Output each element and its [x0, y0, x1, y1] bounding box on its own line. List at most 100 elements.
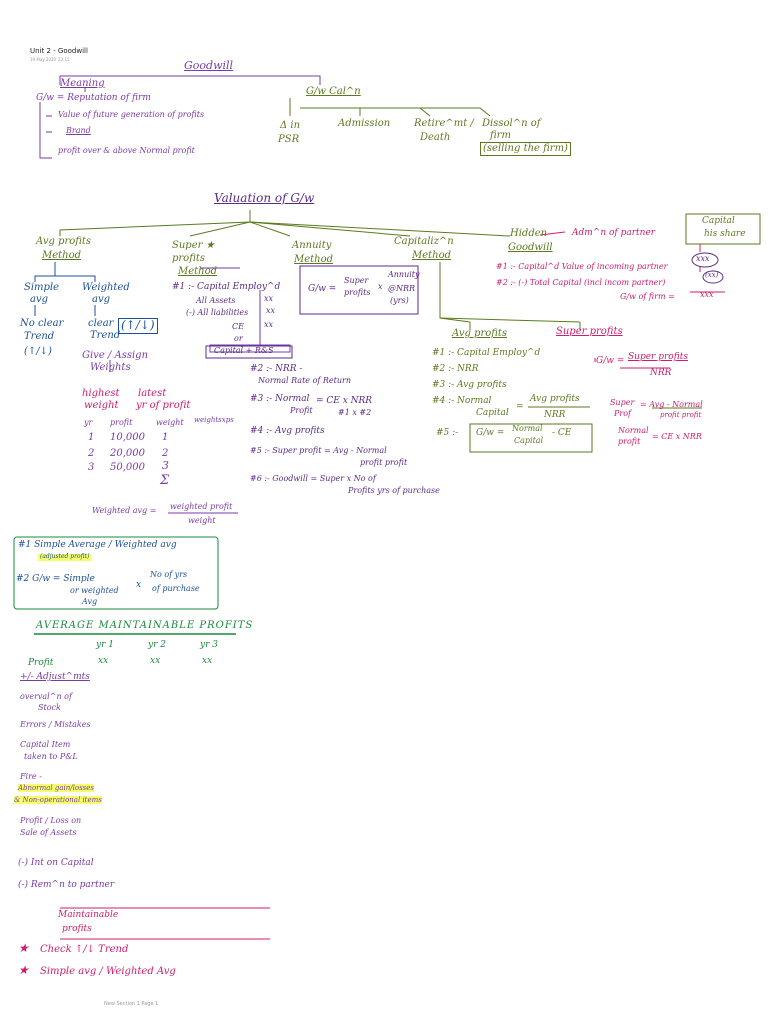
meaning-item-2: Brand [66, 126, 91, 135]
cap-s4e: NRR [544, 410, 566, 420]
weighted-avg: avg [92, 294, 111, 305]
gw-calc-case-1: Δ in [280, 120, 301, 131]
amp-col-3: yr 3 [200, 640, 218, 650]
super-s1c-val: xx [264, 320, 274, 329]
amp-col-2: yr 2 [148, 640, 166, 650]
cap-s5a: #5 :- [436, 428, 459, 438]
bluebox-l2c: Avg [82, 597, 98, 606]
amp-val-3: xx [202, 656, 213, 666]
maintainable-1: Maintainable [58, 910, 119, 920]
cap-s5b: G/w = [476, 428, 505, 438]
amp-item-1b: Stock [38, 703, 61, 712]
cap-sp-l1: Super [610, 398, 635, 407]
super-s6b: Profits yrs of purchase [348, 486, 440, 495]
simple-trend: Trend [24, 331, 55, 342]
hidden-s3: G/w of firm = [620, 292, 675, 301]
table-row-1-weight: 1 [162, 432, 169, 443]
cap-sp-m2: profit profit [660, 411, 702, 419]
super-s1b-val: xx [266, 306, 276, 315]
latest-label: latest [138, 388, 167, 399]
table-row-2-weight: 2 [162, 448, 169, 459]
weighted-updown: (↑/↓) [118, 318, 158, 334]
cap-sp-f2: Super profits [628, 352, 688, 362]
super-s5b: profit profit [360, 458, 408, 467]
super-s1a: All Assets [196, 296, 236, 305]
table-row-2-yr: 2 [88, 448, 95, 459]
hidden-s1: #1 :- Capital^d Value of incoming partne… [496, 262, 668, 271]
amp-item-6: & Non-operational items [14, 796, 102, 805]
super-s3d: #1 x #2 [338, 408, 372, 417]
amp-item-7b: Sale of Assets [20, 828, 77, 837]
cap-step-1: #1 :- Capital Employ^d [432, 348, 541, 358]
meaning-heading: Meaning [60, 78, 105, 89]
bluebox-l1: #1 Simple Average / Weighted avg [18, 540, 177, 550]
hidden-box-2: his share [704, 229, 746, 239]
simple-updown: (↑/↓) [24, 346, 52, 357]
cap-s4d: Avg profits [530, 394, 580, 404]
super-h2: profits [172, 253, 206, 264]
amp-title: AVERAGE MAINTAINABLE PROFITS [36, 620, 254, 631]
cap-s4c: = [516, 402, 524, 412]
cap-np-m: = CE x NRR [652, 432, 702, 441]
maintainable-2: profits [62, 924, 92, 934]
annuity-f7: (yrs) [390, 296, 409, 305]
table-head-wxp: weightsxps [194, 416, 234, 424]
super-h3: Method [178, 266, 218, 277]
bluebox-l2x: x [136, 580, 142, 590]
hidden-arrow: Adm^n of partner [572, 228, 656, 238]
table-row-3-yr: 3 [88, 462, 95, 473]
cap-s4a: #4 :- Normal [432, 396, 492, 406]
weighted-formula-den: weight [188, 516, 216, 525]
super-h1: Super ★ [172, 240, 215, 251]
hidden-box-1: Capital [702, 216, 735, 226]
cap-step-2: #2 :- NRR [432, 364, 479, 374]
weighted-formula-num: weighted profit [170, 502, 233, 511]
cap-h2: Method [412, 250, 452, 261]
super-s3c: = CE x NRR [316, 396, 373, 406]
gw-calc-case-1b: PSR [278, 134, 300, 145]
meaning-def: G/w = Reputation of firm [36, 93, 151, 103]
simple-avg: avg [30, 294, 49, 305]
amp-item-3b: taken to P&L [24, 752, 78, 761]
amp-adj: +/- Adjust^mts [20, 672, 90, 682]
super-s1d: or [234, 334, 243, 343]
amp-val-1: xx [98, 656, 109, 666]
super-s3: #3 :- Normal [250, 394, 310, 404]
cap-np-l2: profit [618, 437, 641, 446]
simple-no-clear: No clear [20, 318, 64, 329]
table-row-3-weight: 3 [162, 459, 169, 472]
weighted-formula-label: Weighted avg = [92, 506, 157, 515]
page-header-title: Unit 2 - Goodwill [30, 47, 88, 55]
annuity-f4: x [378, 282, 383, 291]
super-s1e: Capital + R&S [214, 346, 274, 355]
cap-h1: Capitaliz^n [394, 236, 454, 247]
gw-calc-case-4c: (selling the firm) [480, 142, 571, 156]
simple-label: Simple [24, 282, 60, 293]
amp-item-8: (-) Int on Capital [18, 858, 94, 868]
super-s1b: (-) All liabilities [186, 308, 249, 317]
star-note-2: Simple avg / Weighted Avg [40, 966, 176, 977]
annuity-h2: Method [294, 254, 334, 265]
super-s1c: CE [232, 322, 244, 331]
gw-calc-case-3b: Death [420, 132, 451, 143]
avg-heading-1: Avg profits [36, 236, 92, 247]
amp-item-5: Abnormal gain/losses [18, 784, 95, 793]
bluebox-l2e: of purchase [152, 584, 200, 593]
page-header-time: 23:15 [58, 57, 70, 62]
hidden-xx: (xx) [705, 271, 719, 279]
page-header-date: 19 May 2020 [30, 57, 57, 62]
cap-np-l1: Normal [618, 426, 649, 435]
highest-label: highest [82, 388, 120, 399]
bluebox-l2b: or weighted [70, 586, 119, 595]
super-s3b: Profit [290, 406, 313, 415]
bluebox-l2: #2 G/w = Simple [16, 574, 95, 584]
annuity-h1: Annuity [292, 240, 332, 251]
cap-s5d: Capital [514, 436, 544, 445]
star-icon: ★ [18, 963, 29, 977]
cap-sp-f1: G/w = [596, 356, 625, 366]
gw-calc-case-4: Dissol^n of [482, 118, 541, 129]
cap-sp-f3: NRR [650, 368, 672, 378]
amp-item-4: Fire - [20, 772, 42, 781]
hidden-s3v: xxx [700, 290, 714, 299]
